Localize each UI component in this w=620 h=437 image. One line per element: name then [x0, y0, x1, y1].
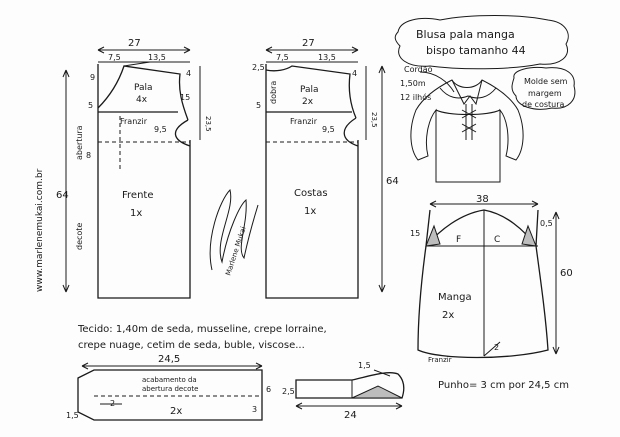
facing-dim-15: 1,5 [66, 411, 79, 420]
back-dim-25: 2,5 [252, 63, 265, 72]
back-qty: 1x [304, 206, 316, 217]
blouse-illustration: Cordão 1,50m 12 ilhós Molde sem margem d… [400, 65, 576, 183]
front-pattern: 27 7,5 13,5 Pala 4x Franzir Frente 1x ab… [56, 38, 212, 299]
back-length: 64 [386, 176, 399, 187]
back-yoke-label: Pala [300, 85, 319, 95]
front-neck-label: decote [75, 223, 84, 250]
back-dim-95: 9,5 [322, 125, 335, 134]
cuff-dim-15: 1,5 [358, 361, 371, 370]
title-bubble: Blusa pala manga bispo tamanho 44 [394, 15, 569, 70]
front-seg-b: 13,5 [148, 53, 166, 62]
facing-label-2: abertura decote [142, 385, 198, 393]
sleeve-length: 60 [560, 268, 573, 279]
front-dim-15: 15 [180, 93, 190, 102]
fabric-note: Tecido: 1,40m de seda, musseline, crepe … [77, 324, 327, 351]
sleeve-front-mark: F [456, 235, 461, 245]
back-dim-235: 23,5 [370, 112, 378, 128]
back-seg-b: 13,5 [318, 53, 336, 62]
front-opening-label: abertura [75, 125, 84, 160]
front-yoke-qty: 4x [136, 95, 148, 105]
front-qty: 1x [130, 208, 142, 219]
fabric-line-1: Tecido: 1,40m de seda, musseline, crepe … [77, 324, 327, 335]
sleeve-pattern: 38 F C 15 0,5 Manga 2x Franzir 2 60 [410, 194, 573, 364]
signature-text: Marlene Mukai [224, 226, 247, 277]
sleeve-label: Manga [438, 292, 472, 303]
front-length: 64 [56, 190, 69, 201]
seam-note-line-1: Molde sem [524, 77, 568, 86]
back-label: Costas [294, 188, 328, 199]
back-dim-4: 4 [352, 69, 357, 78]
title-line-1: Blusa pala manga [416, 28, 515, 41]
seam-note-line-2: margem [528, 89, 562, 98]
sleeve-back-mark: C [494, 235, 500, 245]
front-dim-9: 9 [90, 73, 95, 82]
back-fold-label: dobra [269, 81, 278, 104]
cuff-note: Punho= 3 cm por 24,5 cm [438, 380, 569, 391]
back-gather-label: Franzir [290, 117, 318, 126]
front-dim-4: 4 [186, 69, 191, 78]
front-label: Frente [122, 190, 153, 201]
sleeve-qty: 2x [442, 310, 454, 321]
front-dim-95: 9,5 [154, 125, 167, 134]
cord-length: 1,50m [400, 79, 426, 88]
sleeve-dim-15: 15 [410, 229, 420, 238]
cuff-pattern: 1,5 2,5 24 Punho= 3 cm por 24,5 cm [282, 361, 569, 421]
sleeve-dim-05: 0,5 [540, 219, 553, 228]
neck-facing-pattern: 24,5 acabamento da abertura decote 2x 2 … [66, 354, 271, 421]
sleeve-gather-label: Franzir [428, 356, 452, 364]
facing-dim-6: 6 [266, 385, 271, 394]
front-top-width: 27 [128, 38, 141, 49]
title-line-2: bispo tamanho 44 [426, 44, 526, 57]
front-dim-8: 8 [86, 151, 91, 160]
fabric-line-2: crepe nuage, cetim de seda, buble, visco… [78, 340, 305, 351]
cuff-length: 24 [344, 410, 357, 421]
watermark-url: www.marlenemukai.com.br [35, 168, 45, 292]
front-dim-5: 5 [88, 101, 93, 110]
signature: Marlene Mukai [209, 189, 259, 277]
back-yoke-qty: 2x [302, 97, 314, 107]
cord-label: Cordão [404, 65, 433, 74]
front-yoke-label: Pala [134, 83, 153, 93]
front-seg-a: 7,5 [108, 53, 121, 62]
front-dim-235: 23,5 [204, 116, 212, 132]
cuff-dim-25: 2,5 [282, 387, 295, 396]
back-pattern: 27 7,5 13,5 Pala 2x dobra Franzir Costas… [252, 38, 399, 299]
back-dim-5: 5 [256, 101, 261, 110]
eyelets-count: 12 ilhós [400, 92, 431, 102]
facing-qty: 2x [170, 406, 182, 417]
back-seg-a: 7,5 [276, 53, 289, 62]
facing-label-1: acabamento da [142, 376, 197, 384]
sleeve-width: 38 [476, 194, 489, 205]
front-gather-label: Franzir [120, 117, 148, 126]
sleeve-dim-2: 2 [494, 343, 499, 352]
facing-dim-3: 3 [252, 405, 257, 414]
facing-width: 24,5 [158, 354, 180, 365]
back-top-width: 27 [302, 38, 315, 49]
seam-note-line-3: de costura [522, 100, 565, 109]
